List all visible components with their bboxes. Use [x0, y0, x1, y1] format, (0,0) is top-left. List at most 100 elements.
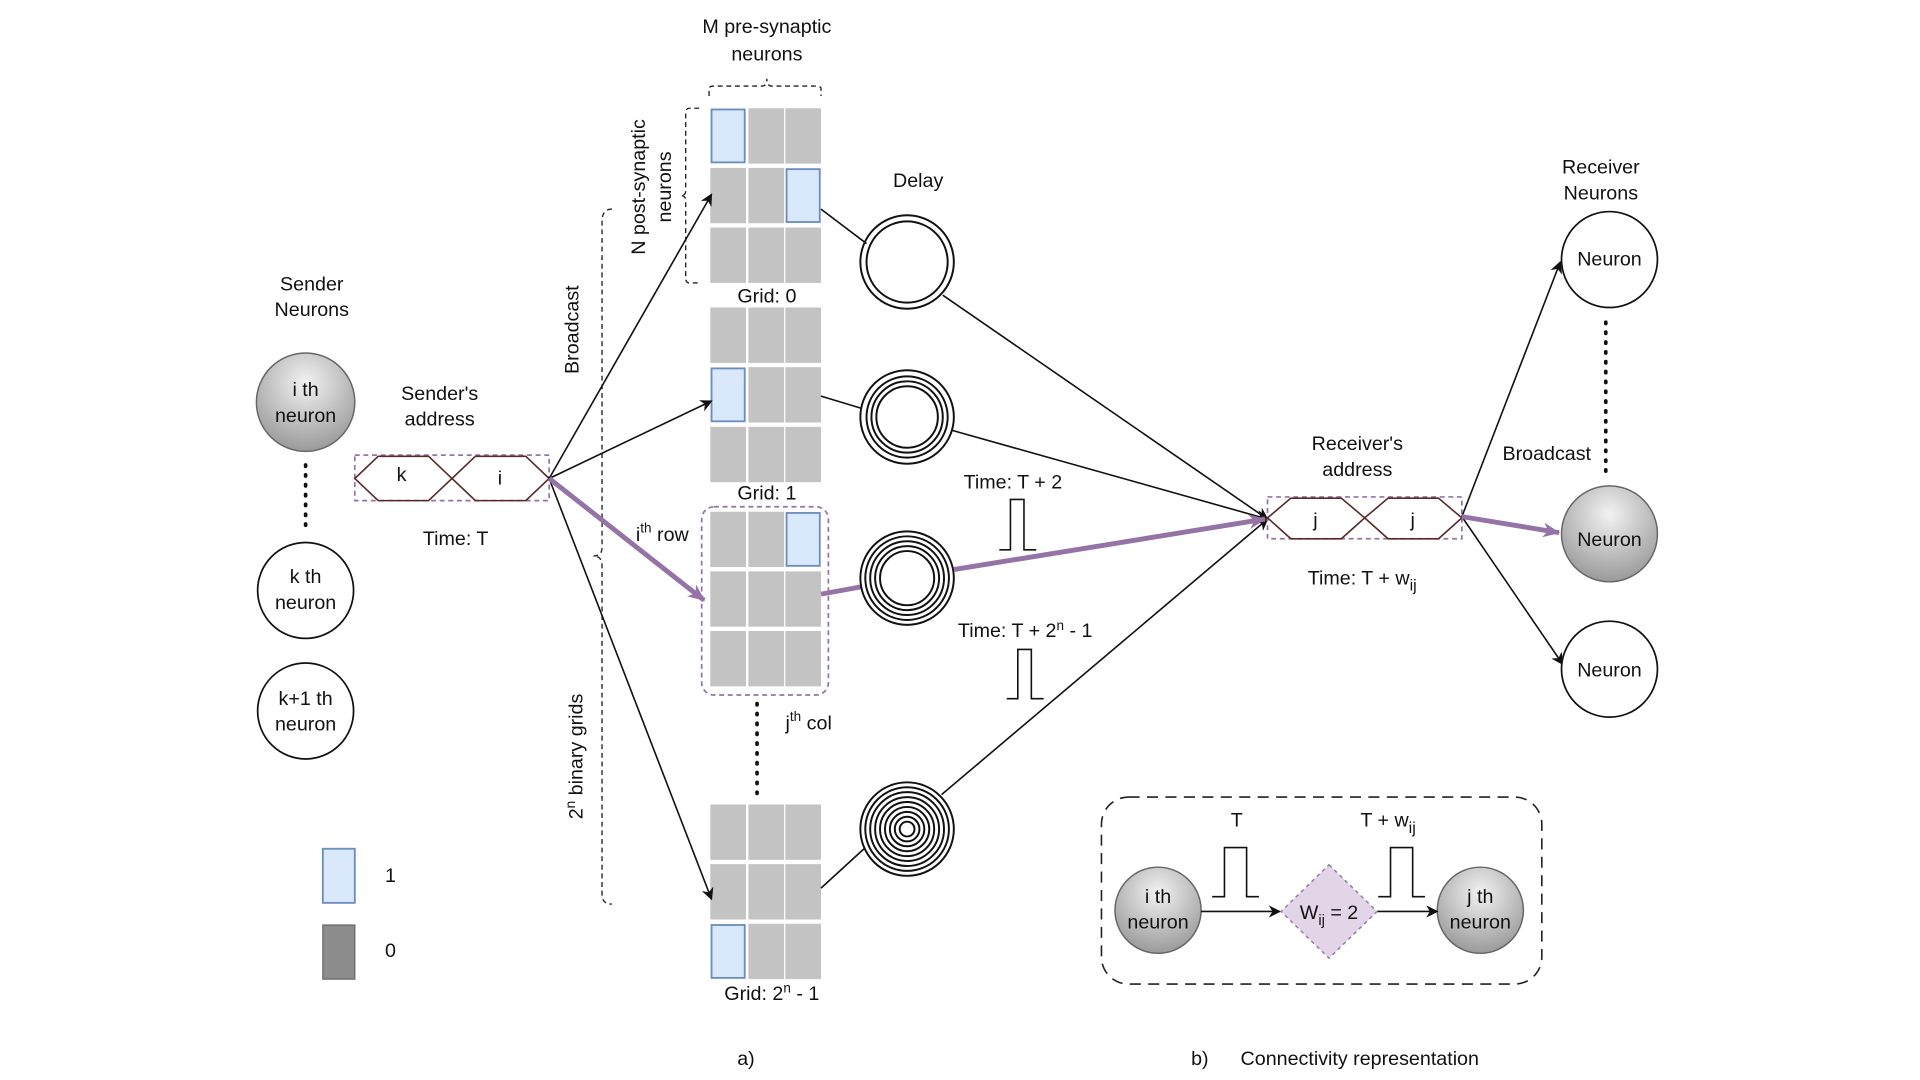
pulse-icon: [999, 498, 1037, 551]
neuron-label: k+1 th: [279, 688, 333, 710]
binary-grids-label: 2n binary grids: [563, 694, 587, 820]
caption-b-text: Connectivity representation: [1241, 1048, 1479, 1070]
grid-cell-zero: [785, 571, 822, 627]
post-neuron-label-2: neuron: [1450, 912, 1511, 934]
delay-ring: [879, 801, 936, 858]
delay-ring: [898, 820, 916, 838]
receiver-neuron-active: Neuron: [1560, 485, 1659, 583]
grid-cell-zero: [785, 426, 822, 483]
grid-cell-zero: [785, 631, 822, 687]
pulse-label-t: T: [1231, 810, 1243, 832]
grid-cell-one: [710, 108, 746, 164]
grid-label-last: Grid: 2n - 1: [724, 981, 819, 1005]
binary-grid-2: [710, 511, 822, 687]
address-field: j: [1312, 509, 1317, 531]
receiver-neuron: Neuron: [1560, 620, 1659, 718]
grid-cell-one: [785, 168, 821, 223]
binary-grids: [710, 108, 822, 980]
ith-row-label: ith row: [636, 521, 690, 547]
delay-line-1: [859, 369, 955, 465]
delay-ring: [893, 815, 921, 843]
neuron-label: i th: [292, 379, 318, 401]
grid-cell-zero: [710, 571, 746, 627]
grid-to-delay-lines: [820, 208, 867, 889]
sender-neuron-k: k th neuron: [256, 541, 355, 640]
address-field: j: [1409, 509, 1414, 531]
pre-neuron-label-2: neuron: [1127, 912, 1188, 934]
grid-cell-zero: [710, 426, 746, 483]
delay-ring: [864, 535, 950, 621]
delay-ring: [869, 540, 945, 617]
weight-diamond: [1279, 863, 1379, 960]
delay-ring: [879, 550, 936, 607]
grid-cell-zero: [748, 108, 785, 164]
pre-neuron-label: i th: [1145, 886, 1171, 908]
caption-b: b): [1191, 1048, 1209, 1070]
neuron-label: Neuron: [1577, 529, 1642, 551]
delay-line-2: [859, 530, 955, 626]
jth-col-label: jth col: [785, 709, 832, 735]
delay-ring: [870, 380, 944, 454]
time-t-plus-2: Time: T + 2: [964, 471, 1063, 493]
broadcast-label: Broadcast: [562, 285, 584, 374]
broadcast-brace: Broadcast 2n binary grids: [562, 208, 612, 905]
delay-ring: [859, 369, 955, 465]
sender-address-bus: k i: [353, 454, 551, 502]
grid-cell-zero: [710, 167, 746, 224]
grid-cell-zero: [710, 511, 746, 568]
grid-cell-zero: [748, 571, 785, 627]
receiver-neuron: Neuron: [1560, 210, 1659, 309]
grid-cell-zero: [748, 307, 785, 363]
delay-ring: [865, 375, 949, 459]
legend-label: 0: [385, 940, 396, 962]
sender-neuron-i: i th neuron: [255, 352, 356, 453]
grid-cell-zero: [748, 511, 785, 568]
grid-label-1: Grid: 1: [737, 482, 796, 504]
binary-grid-3: [710, 804, 822, 980]
delay-to-receiver-lines: [941, 294, 1269, 796]
legend-swatch-zero: [322, 924, 356, 980]
grid-cell-zero: [748, 923, 785, 980]
delay-ring: [859, 781, 955, 877]
sender-address-label-2: address: [405, 409, 475, 431]
sender-address-label: Sender's: [401, 383, 478, 405]
delay-ring: [874, 796, 941, 863]
receiver-address-bus: j j: [1266, 496, 1464, 540]
grid-cell-zero: [785, 367, 822, 423]
grid-cell-zero: [785, 923, 822, 980]
delay-line-3: [859, 781, 955, 877]
delay-ring: [875, 385, 939, 449]
pulse-icon: [1006, 648, 1044, 700]
delay-ring: [865, 220, 949, 304]
receiver-address-label-2: address: [1322, 459, 1392, 481]
sender-title-2: Neurons: [275, 299, 350, 321]
receiver-time: Time: T + wij: [1308, 567, 1417, 594]
grid-cell-zero: [748, 426, 785, 483]
grid-cell-one: [710, 924, 746, 979]
delay-ring: [874, 545, 941, 612]
grid-cell-zero: [710, 864, 746, 920]
grid-cell-zero: [785, 864, 822, 920]
delay-ring: [859, 214, 955, 310]
grid-label-0: Grid: 0: [737, 286, 796, 308]
grid-cell-zero: [748, 864, 785, 920]
neuron-label: neuron: [275, 714, 336, 736]
time-t-plus-2n-minus-1: Time: T + 2n - 1: [958, 618, 1093, 642]
receiver-arrows: [1461, 260, 1564, 666]
grid-cell-zero: [748, 167, 785, 224]
delay-title: Delay: [893, 170, 943, 192]
grid-cell-zero: [748, 631, 785, 687]
grid-cell-one: [710, 367, 746, 423]
grid-cell-zero: [785, 804, 822, 860]
neuron-label: Neuron: [1577, 660, 1642, 682]
grid-cell-zero: [785, 108, 822, 164]
receiver-address-label: Receiver's: [1312, 433, 1403, 455]
pulse-label-t-plus-wij: T + wij: [1360, 810, 1415, 837]
grid-cell-zero: [710, 307, 746, 363]
delay-ring: [869, 791, 945, 867]
neuron-label: neuron: [275, 405, 336, 427]
pulse-icon: [1378, 846, 1425, 898]
address-field: k: [397, 464, 407, 486]
broadcast-arrows: [547, 193, 714, 901]
